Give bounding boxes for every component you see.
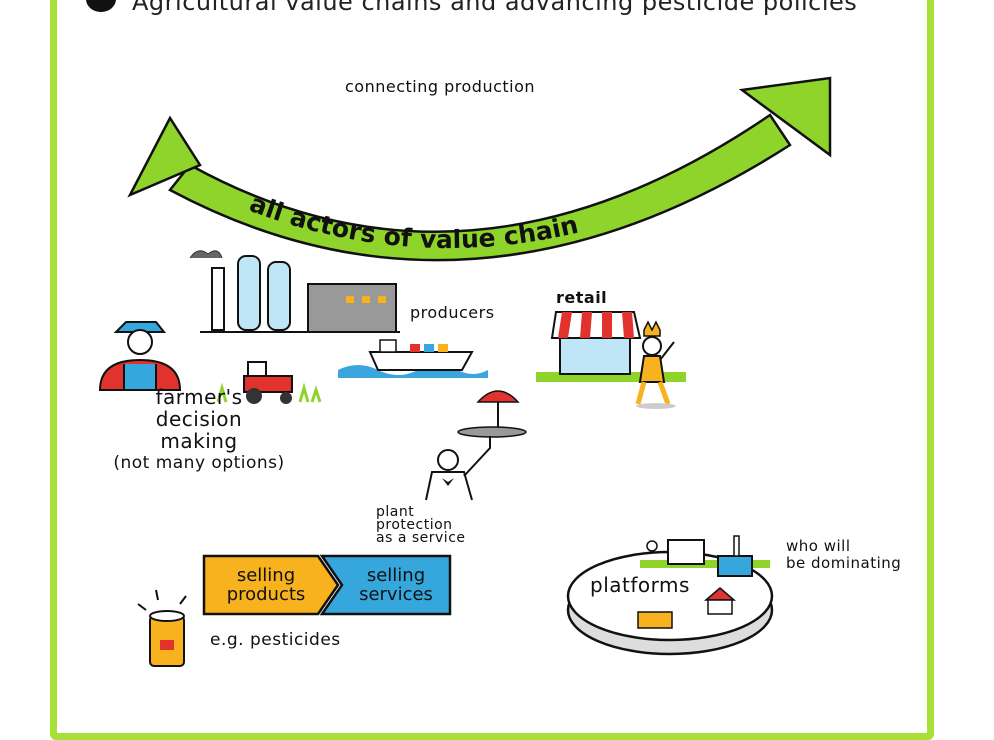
selling-services-line2: services: [359, 584, 433, 605]
selling-products-box: selling products: [206, 558, 326, 612]
illustration: all actors of value chain: [98, 76, 832, 667]
platform-disc-icon: [566, 535, 774, 656]
factory-icon: [189, 250, 400, 333]
retail-label: retail: [556, 288, 608, 307]
selling-products-line1: selling: [236, 565, 296, 586]
farmer-icon: [98, 321, 182, 391]
farmer-caption-line3: making: [160, 429, 238, 453]
selling-transition: [202, 554, 452, 616]
who-dominating-caption: who will be dominating: [786, 538, 901, 572]
plant-protection-caption: plant protection as a service: [376, 504, 466, 546]
arrow-label-path: all actors of value chain: [246, 188, 581, 254]
cargo-ship-icon: [338, 339, 488, 378]
page-title: Agricultural value chains and advancing …: [132, 0, 858, 16]
connecting-production-note: connecting production: [345, 77, 536, 96]
value-chain-arrow: all actors of value chain: [127, 76, 832, 262]
who-caption-line1: who will: [786, 537, 851, 555]
tractor-icon: [216, 361, 322, 404]
producers-label: producers: [410, 303, 495, 322]
plant-caption-line2: protection: [376, 517, 453, 533]
farmer-caption-line2: decision: [155, 407, 243, 431]
section-number-badge: [86, 0, 116, 12]
farmer-caption-line4: (not many options): [113, 453, 285, 473]
plant-caption-line1: plant: [376, 504, 415, 520]
who-caption-line2: be dominating: [786, 554, 902, 572]
farmer-caption-line1: farmer's: [155, 385, 243, 409]
pesticides-example: e.g. pesticides: [210, 630, 341, 650]
selling-services-box: selling services: [340, 558, 452, 612]
selling-services-line1: selling: [366, 565, 426, 586]
platforms-label: platforms: [590, 573, 690, 597]
farmer-caption: farmer's decision making (not many optio…: [104, 386, 294, 474]
plant-caption-line3: as a service: [376, 530, 466, 546]
pesticide-can-icon: [137, 589, 187, 667]
retail-shop-icon: [536, 311, 686, 409]
arrow-label: all actors of value chain: [246, 188, 581, 254]
selling-products-line2: products: [226, 584, 306, 605]
service-waiter-icon: [425, 390, 527, 501]
